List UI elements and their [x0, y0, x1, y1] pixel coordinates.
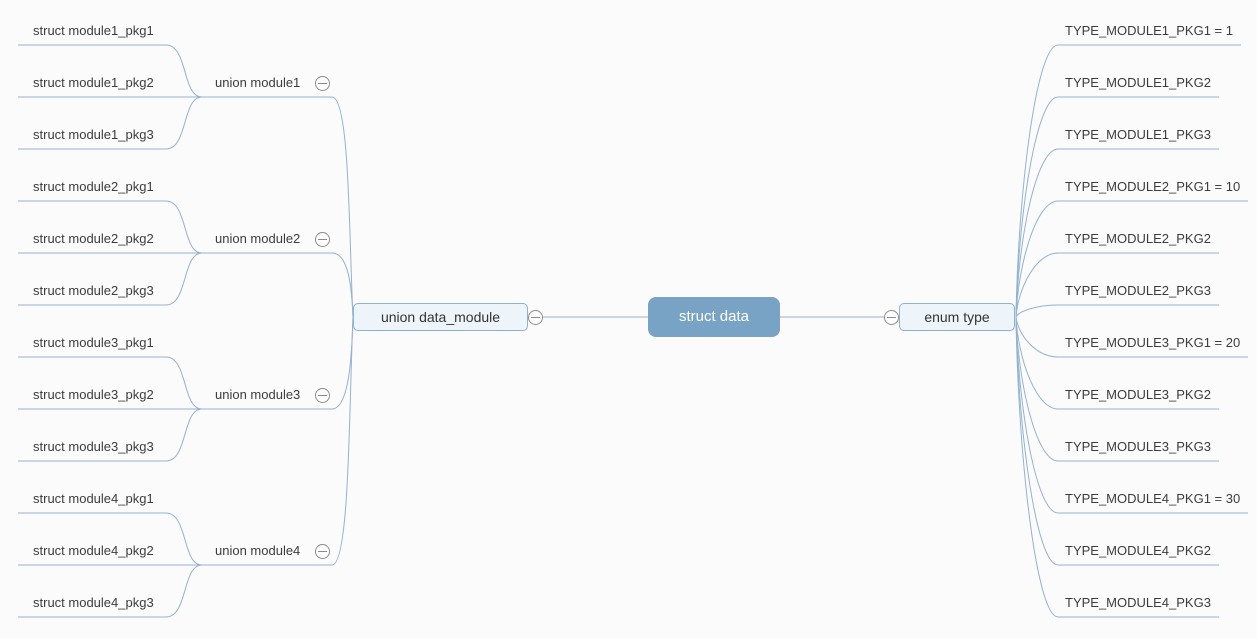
branch-line: [1015, 252, 1219, 318]
node-enum-leaf[interactable]: TYPE_MODULE4_PKG3: [1065, 595, 1211, 610]
branch-line: [18, 408, 203, 462]
node-struct-leaf[interactable]: struct module3_pkg1: [33, 335, 154, 350]
branch-line: [1015, 96, 1219, 318]
minus-glyph: [317, 394, 327, 396]
node-struct-leaf[interactable]: struct module1_pkg2: [33, 75, 154, 90]
node-enum-leaf[interactable]: TYPE_MODULE1_PKG2: [1065, 75, 1211, 90]
node-enum-leaf[interactable]: TYPE_MODULE4_PKG1 = 30: [1065, 491, 1241, 506]
node-enum-leaf[interactable]: TYPE_MODULE3_PKG2: [1065, 387, 1211, 402]
node-union-data-module[interactable]: union data_module: [353, 303, 528, 331]
collapse-icon[interactable]: [314, 543, 330, 559]
node-union-group[interactable]: union module3: [215, 387, 301, 402]
node-struct-leaf[interactable]: struct module2_pkg2: [33, 231, 154, 246]
branch-line: [1015, 316, 1219, 410]
node-struct-leaf[interactable]: struct module3_pkg3: [33, 439, 154, 454]
collapse-icon[interactable]: [314, 231, 330, 247]
branch-line: [1015, 148, 1219, 318]
branch-line: [202, 252, 354, 318]
node-struct-leaf[interactable]: struct module2_pkg1: [33, 179, 154, 194]
node-enum-type[interactable]: enum type: [899, 303, 1015, 331]
branch-line: [18, 252, 203, 306]
node-struct-leaf[interactable]: struct module4_pkg2: [33, 543, 154, 558]
node-union-group[interactable]: union module2: [215, 231, 301, 246]
branch-line: [18, 200, 203, 254]
collapse-icon[interactable]: [528, 309, 543, 325]
branch-line: [18, 96, 203, 150]
node-enum-leaf[interactable]: TYPE_MODULE2_PKG2: [1065, 231, 1211, 246]
node-union-group[interactable]: union module1: [215, 75, 301, 90]
branch-line: [1015, 316, 1219, 462]
branch-line: [18, 512, 203, 566]
node-enum-leaf[interactable]: TYPE_MODULE1_PKG1 = 1: [1065, 23, 1233, 38]
node-struct-leaf[interactable]: struct module1_pkg1: [33, 23, 154, 38]
node-enum-leaf[interactable]: TYPE_MODULE4_PKG2: [1065, 543, 1211, 558]
minus-glyph: [317, 238, 327, 240]
node-struct-leaf[interactable]: struct module4_pkg3: [33, 595, 154, 610]
branch-line: [1015, 316, 1248, 358]
node-root[interactable]: struct data: [648, 297, 780, 337]
branch-line: [18, 44, 203, 98]
node-enum-leaf[interactable]: TYPE_MODULE2_PKG1 = 10: [1065, 179, 1241, 194]
branch-line: [1015, 200, 1248, 318]
collapse-icon[interactable]: [883, 309, 899, 325]
branch-line: [1015, 304, 1219, 318]
node-enum-leaf[interactable]: TYPE_MODULE3_PKG3: [1065, 439, 1211, 454]
node-struct-leaf[interactable]: struct module4_pkg1: [33, 491, 154, 506]
minus-glyph: [317, 82, 327, 84]
node-struct-leaf[interactable]: struct module1_pkg3: [33, 127, 154, 142]
collapse-icon[interactable]: [314, 387, 330, 403]
node-struct-leaf[interactable]: struct module2_pkg3: [33, 283, 154, 298]
branch-line: [18, 356, 203, 410]
branch-line: [202, 96, 354, 318]
minus-glyph: [886, 316, 896, 318]
branch-line: [1015, 316, 1248, 514]
branch-line: [18, 564, 203, 618]
branch-line: [1015, 316, 1219, 618]
node-enum-leaf[interactable]: TYPE_MODULE3_PKG1 = 20: [1065, 335, 1241, 350]
collapse-icon[interactable]: [314, 75, 330, 91]
branch-line: [1015, 316, 1219, 566]
minus-glyph: [531, 316, 540, 318]
node-enum-leaf[interactable]: TYPE_MODULE1_PKG3: [1065, 127, 1211, 142]
node-struct-leaf[interactable]: struct module3_pkg2: [33, 387, 154, 402]
node-enum-leaf[interactable]: TYPE_MODULE2_PKG3: [1065, 283, 1211, 298]
node-union-group[interactable]: union module4: [215, 543, 301, 558]
branch-line: [202, 316, 354, 566]
minus-glyph: [317, 550, 327, 552]
